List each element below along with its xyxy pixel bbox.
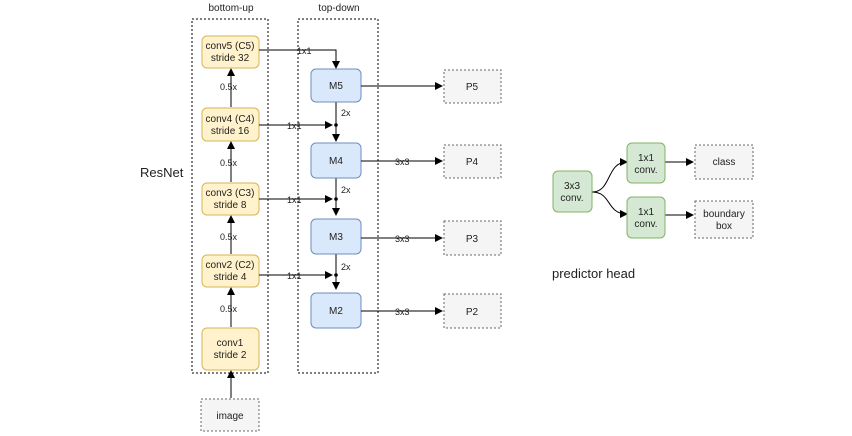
upsample-label-m4: 2x bbox=[341, 185, 351, 195]
lateral-label-c3: 1x1 bbox=[287, 195, 302, 205]
lateral-label-c2: 1x1 bbox=[287, 271, 302, 281]
class-output-label: class bbox=[713, 157, 736, 168]
conv4-box: conv4 (C4) stride 16 bbox=[201, 107, 260, 142]
conv3-box: conv3 (C3) stride 8 bbox=[201, 182, 260, 216]
downsample-label-c5: 0.5x bbox=[220, 82, 238, 92]
head-conv1-class-box: 1x1 conv. bbox=[626, 142, 666, 184]
downsample-label-c2: 0.5x bbox=[220, 304, 238, 314]
bbox-output-box: boundary box bbox=[694, 200, 754, 239]
m5-box: M5 bbox=[310, 68, 362, 103]
conv3-label: conv3 (C3) bbox=[206, 188, 255, 199]
head-conv3-box: 3x3 conv. bbox=[552, 170, 593, 213]
head-conv1a-sub: conv. bbox=[634, 165, 657, 176]
smooth-label-p2: 3x3 bbox=[395, 307, 410, 317]
bbox-output-sub: box bbox=[716, 221, 732, 232]
head-conv3-label: 3x3 bbox=[564, 181, 581, 192]
smooth-label-p3: 3x3 bbox=[395, 234, 410, 244]
head-conv3-sub: conv. bbox=[560, 193, 583, 204]
head-conv1b-label: 1x1 bbox=[638, 207, 655, 218]
conv4-label: conv4 (C4) bbox=[206, 114, 255, 125]
class-output-box: class bbox=[694, 144, 754, 180]
top-down-container bbox=[297, 18, 379, 374]
bottom-up-header: bottom-up bbox=[208, 3, 253, 14]
conv2-label: conv2 (C2) bbox=[206, 260, 255, 271]
m3-box: M3 bbox=[310, 218, 362, 255]
lateral-label-c5: 1x1 bbox=[297, 46, 312, 56]
resnet-label: ResNet bbox=[140, 165, 184, 180]
image-label: image bbox=[216, 411, 244, 422]
p5-label: P5 bbox=[466, 82, 479, 93]
p5-box: P5 bbox=[443, 69, 502, 104]
top-down-header: top-down bbox=[318, 3, 359, 14]
downsample-label-c4: 0.5x bbox=[220, 158, 238, 168]
p2-label: P2 bbox=[466, 307, 479, 318]
head-conv1b-sub: conv. bbox=[634, 219, 657, 230]
head-conv1-bbox-box: 1x1 conv. bbox=[626, 196, 666, 239]
lateral-label-c4: 1x1 bbox=[287, 121, 302, 131]
conv1-stride: stride 2 bbox=[214, 350, 247, 361]
conv1-label: conv1 bbox=[217, 338, 244, 349]
m5-label: M5 bbox=[329, 81, 343, 92]
conv3-stride: stride 8 bbox=[214, 200, 247, 211]
downsample-label-c3: 0.5x bbox=[220, 232, 238, 242]
m4-box: M4 bbox=[310, 142, 362, 179]
image-box: image bbox=[200, 398, 260, 432]
conv2-stride: stride 4 bbox=[214, 272, 247, 283]
p3-label: P3 bbox=[466, 234, 479, 245]
p3-box: P3 bbox=[443, 220, 502, 256]
p4-label: P4 bbox=[466, 157, 479, 168]
upsample-label-m3: 2x bbox=[341, 262, 351, 272]
predictor-head-label: predictor head bbox=[552, 266, 635, 281]
conv1-box: conv1 stride 2 bbox=[201, 327, 260, 371]
conv5-label: conv5 (C5) bbox=[206, 41, 255, 52]
smooth-label-p4: 3x3 bbox=[395, 157, 410, 167]
conv4-stride: stride 16 bbox=[211, 126, 250, 137]
upsample-label-m5: 2x bbox=[341, 108, 351, 118]
p2-box: P2 bbox=[443, 293, 502, 329]
m4-label: M4 bbox=[329, 156, 343, 167]
m2-label: M2 bbox=[329, 306, 343, 317]
conv5-stride: stride 32 bbox=[211, 53, 250, 64]
head-conv1a-label: 1x1 bbox=[638, 153, 655, 164]
m2-box: M2 bbox=[310, 292, 362, 329]
p4-box: P4 bbox=[443, 144, 502, 179]
bbox-output-label: boundary bbox=[703, 209, 745, 220]
conv5-box: conv5 (C5) stride 32 bbox=[201, 35, 260, 69]
conv2-box: conv2 (C2) stride 4 bbox=[201, 254, 260, 288]
m3-label: M3 bbox=[329, 232, 343, 243]
